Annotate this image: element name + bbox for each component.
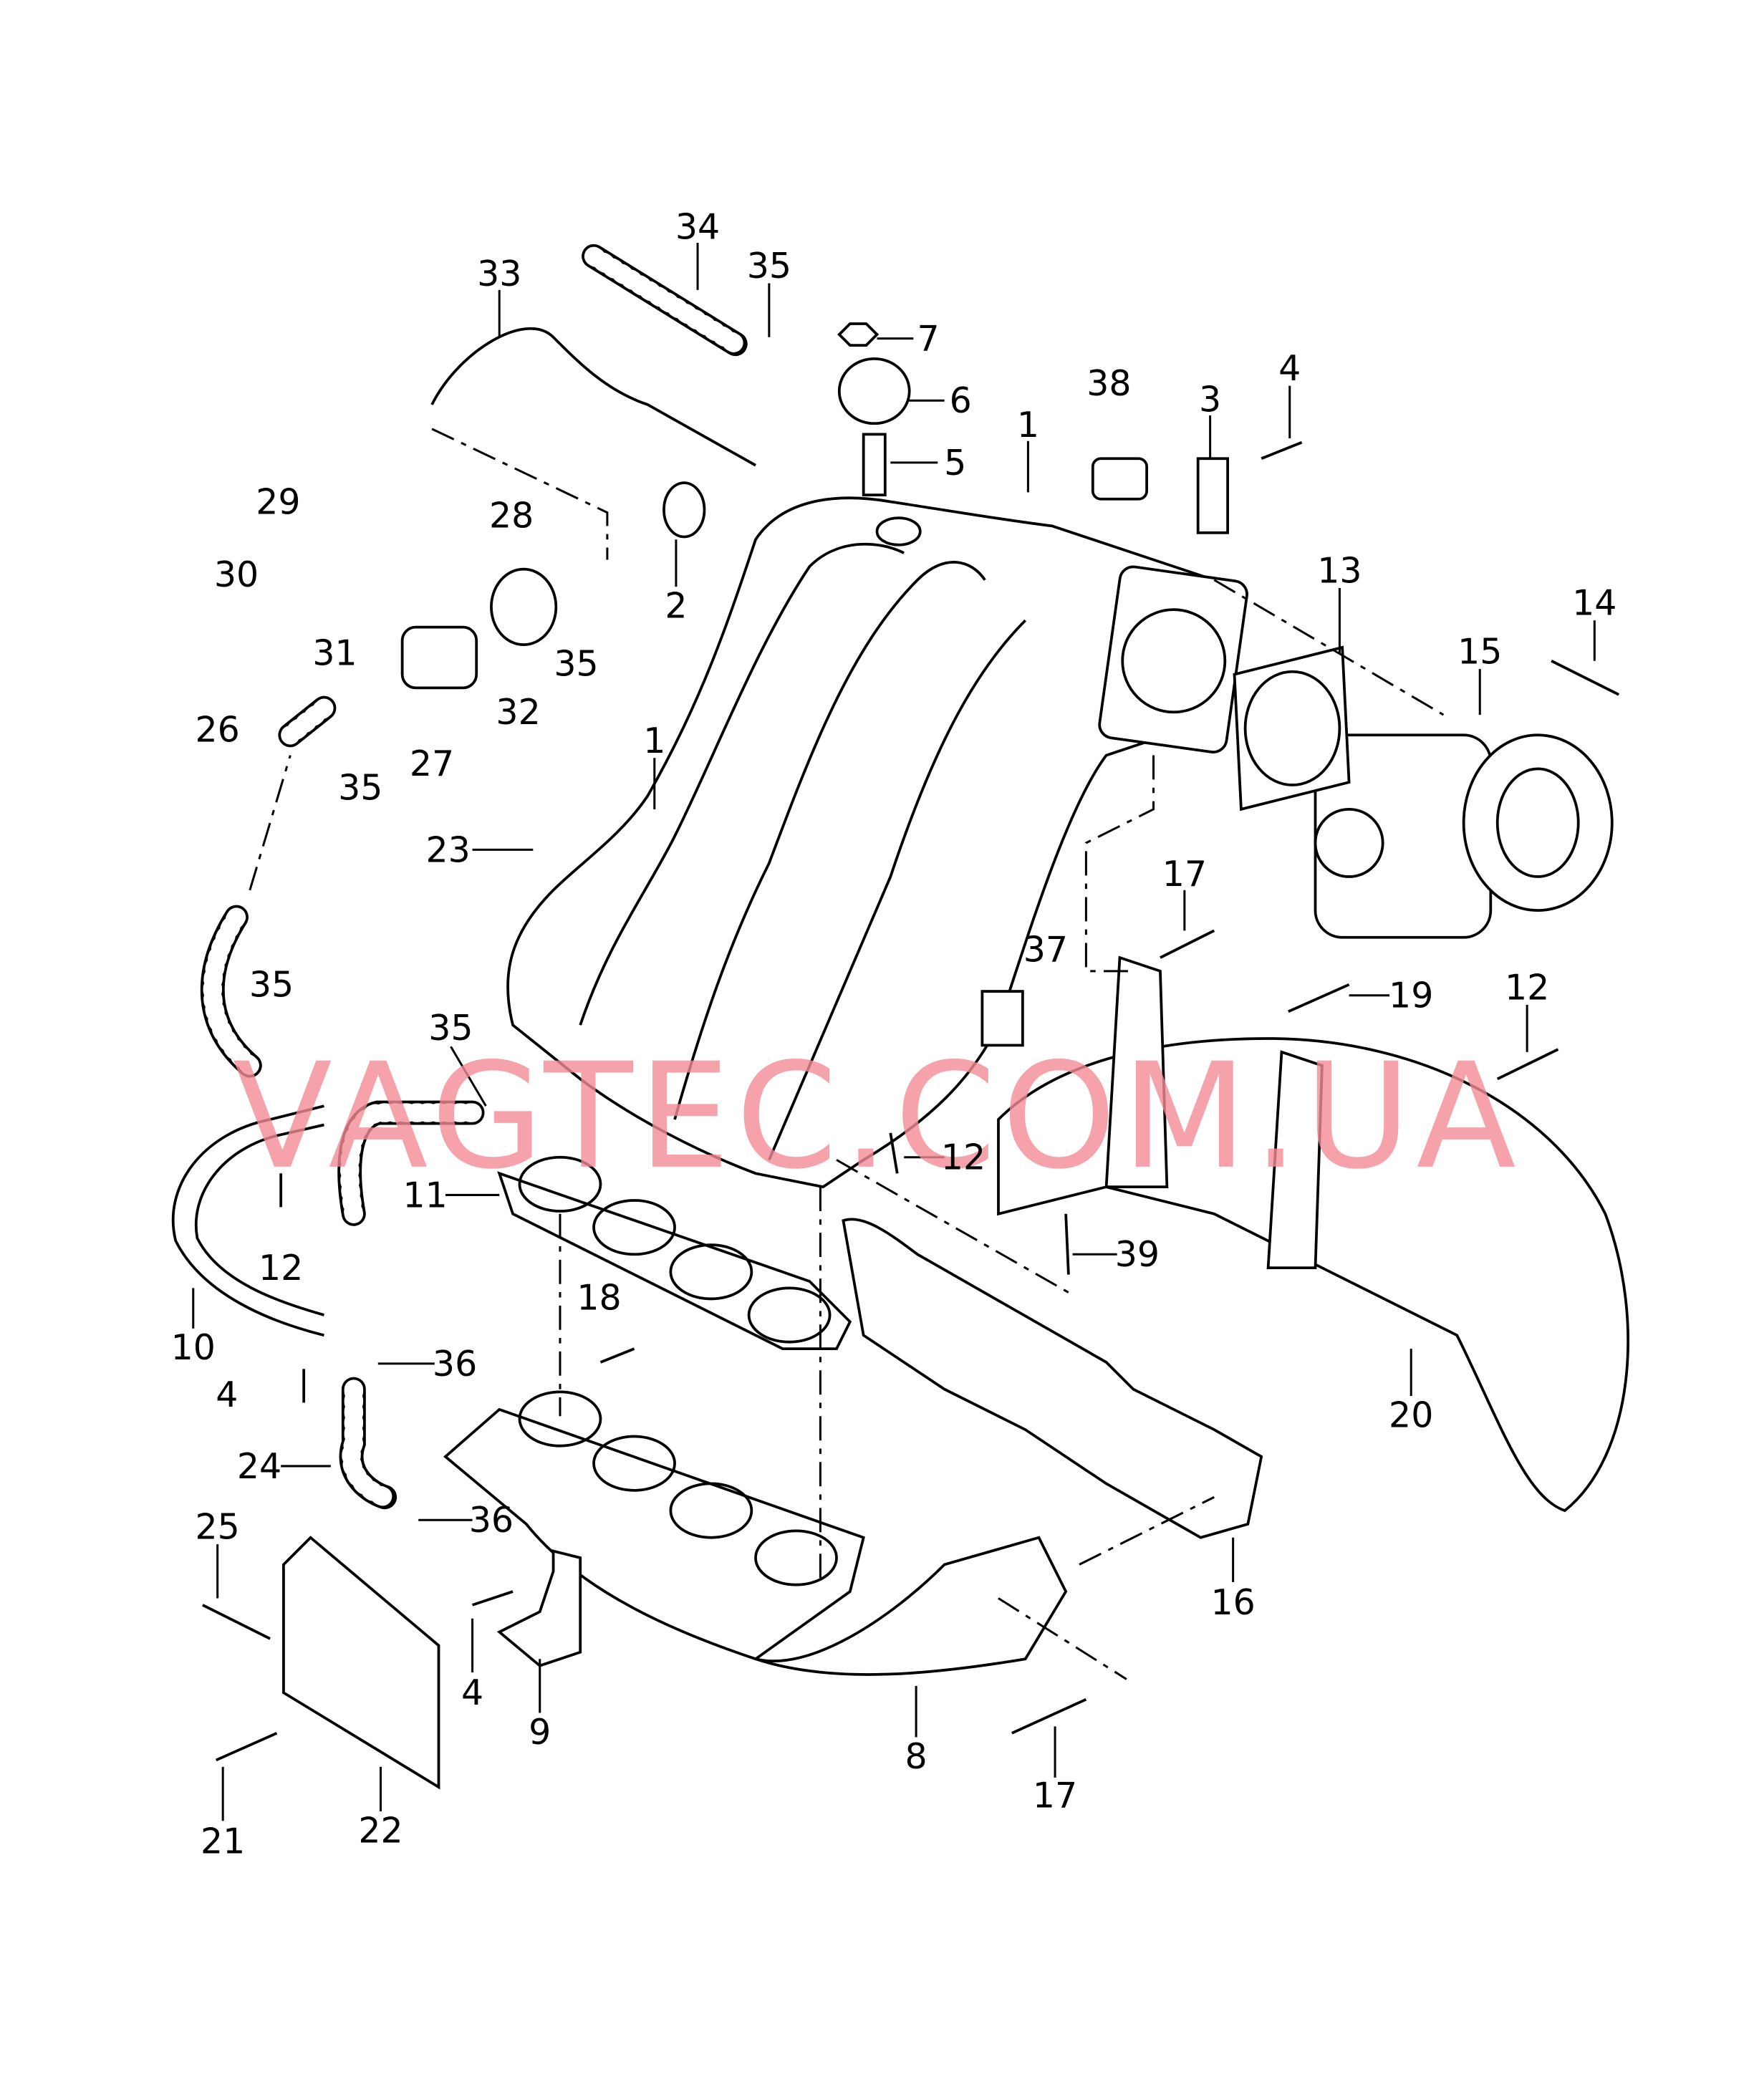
part-label: 18 — [577, 1277, 621, 1318]
part-labels: 34 35 33 7 6 5 38 3 4 1 29 28 30 2 13 14… — [171, 206, 1617, 1861]
exhaust-manifold — [443, 1390, 1068, 1676]
part-label: 28 — [489, 495, 534, 536]
part-label: 24 — [237, 1446, 281, 1487]
part-label: 17 — [1033, 1775, 1077, 1816]
part-label: 15 — [1457, 631, 1502, 672]
part-label: 17 — [1162, 854, 1207, 895]
part-label: 7 — [917, 319, 939, 360]
part-label: 27 — [410, 743, 454, 784]
part-label: 37 — [1023, 930, 1068, 970]
hoses — [171, 244, 756, 1510]
bracket — [282, 1536, 440, 1790]
part-label: 36 — [469, 1500, 514, 1541]
leader-lines — [192, 242, 1596, 1821]
part-label: 23 — [426, 829, 471, 870]
part-label: 33 — [477, 254, 521, 294]
part-label: 35 — [249, 965, 294, 1006]
part-label: 38 — [1086, 363, 1131, 404]
throttle-gasket — [1233, 645, 1351, 811]
part-label: 9 — [529, 1712, 551, 1753]
part-label: 5 — [944, 443, 966, 483]
part-label: 29 — [256, 481, 300, 522]
part-label: 35 — [554, 643, 598, 684]
part-label: 16 — [1210, 1582, 1255, 1623]
part-label: 19 — [1389, 976, 1433, 1016]
intake-manifold — [506, 496, 1248, 1189]
part-label: 4 — [461, 1672, 483, 1713]
part-label: 39 — [1115, 1234, 1160, 1275]
part-label: 26 — [196, 710, 240, 751]
part-label: 13 — [1317, 551, 1362, 592]
watermark: VAGTEC.COM.UA — [233, 1031, 1521, 1201]
part-label: 10 — [171, 1327, 216, 1368]
part-label: 11 — [403, 1175, 448, 1215]
throttle-body — [1314, 733, 1614, 939]
part-label: 20 — [1389, 1395, 1433, 1435]
part-label: 22 — [358, 1810, 403, 1851]
part-label: 32 — [496, 692, 540, 733]
part-label: 14 — [1572, 583, 1616, 624]
part-label: 21 — [201, 1821, 245, 1861]
small-parts — [400, 322, 1324, 1270]
part-label: 8 — [905, 1736, 927, 1777]
part-label: 34 — [675, 206, 720, 247]
bolts — [202, 440, 1620, 1762]
part-label: 36 — [433, 1344, 477, 1384]
part-label: 4 — [1278, 348, 1301, 389]
exhaust-gasket — [842, 1218, 1263, 1539]
part-label: 3 — [1199, 379, 1221, 420]
part-label: 12 — [259, 1248, 303, 1289]
part-label: 1 — [1017, 405, 1039, 445]
part-label: 35 — [338, 768, 382, 809]
part-label: 35 — [747, 246, 791, 286]
part-label: 25 — [196, 1507, 240, 1548]
part-label: 12 — [1505, 967, 1549, 1008]
part-label: 31 — [312, 632, 357, 673]
part-label: 6 — [950, 380, 972, 421]
manifold-gasket — [497, 1155, 852, 1350]
part-label: 2 — [665, 585, 687, 626]
bracket-small — [496, 1549, 582, 1667]
part-label: 1 — [643, 721, 665, 761]
part-label: 35 — [428, 1008, 473, 1049]
assembly-lines — [249, 428, 1445, 1680]
part-label: 30 — [214, 554, 259, 595]
part-label: 4 — [216, 1374, 238, 1415]
part-label: 12 — [941, 1137, 986, 1178]
